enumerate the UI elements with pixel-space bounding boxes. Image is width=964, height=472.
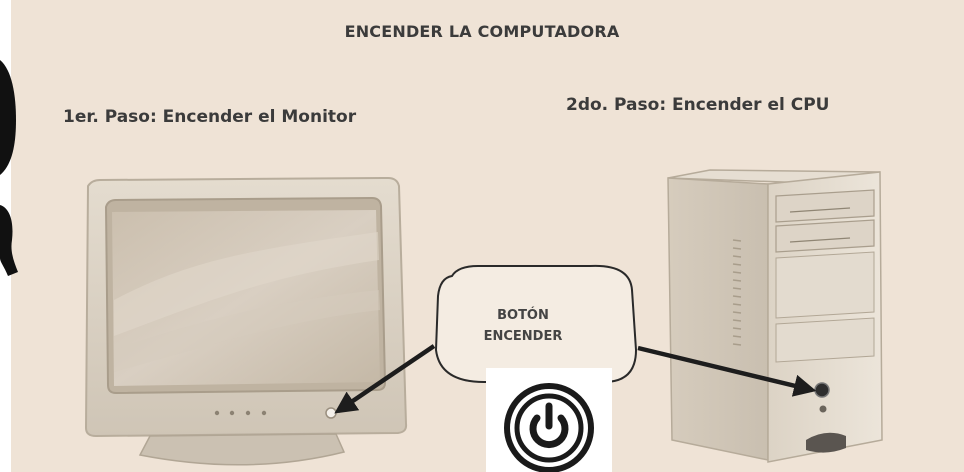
page-title: ENCENDER LA COMPUTADORA [344, 22, 620, 41]
power-button-label-line1: BOTÓN [497, 308, 549, 323]
step-2-label: 2do. Paso: Encender el CPU [566, 95, 830, 115]
left-edge-decoration [0, 60, 18, 276]
cpu-illustration [667, 169, 883, 463]
arrow-to-monitor-button [334, 344, 436, 414]
monitor-illustration [84, 176, 408, 466]
step-1-label: 1er. Paso: Encender el Monitor [63, 107, 357, 127]
arrow-to-cpu-button [637, 345, 817, 397]
power-button-label: BOTÓN ENCENDER [450, 305, 596, 347]
power-button-label-line2: ENCENDER [483, 329, 563, 344]
power-button-callout [434, 264, 638, 383]
power-icon-box [486, 368, 612, 472]
power-icon [504, 383, 594, 472]
